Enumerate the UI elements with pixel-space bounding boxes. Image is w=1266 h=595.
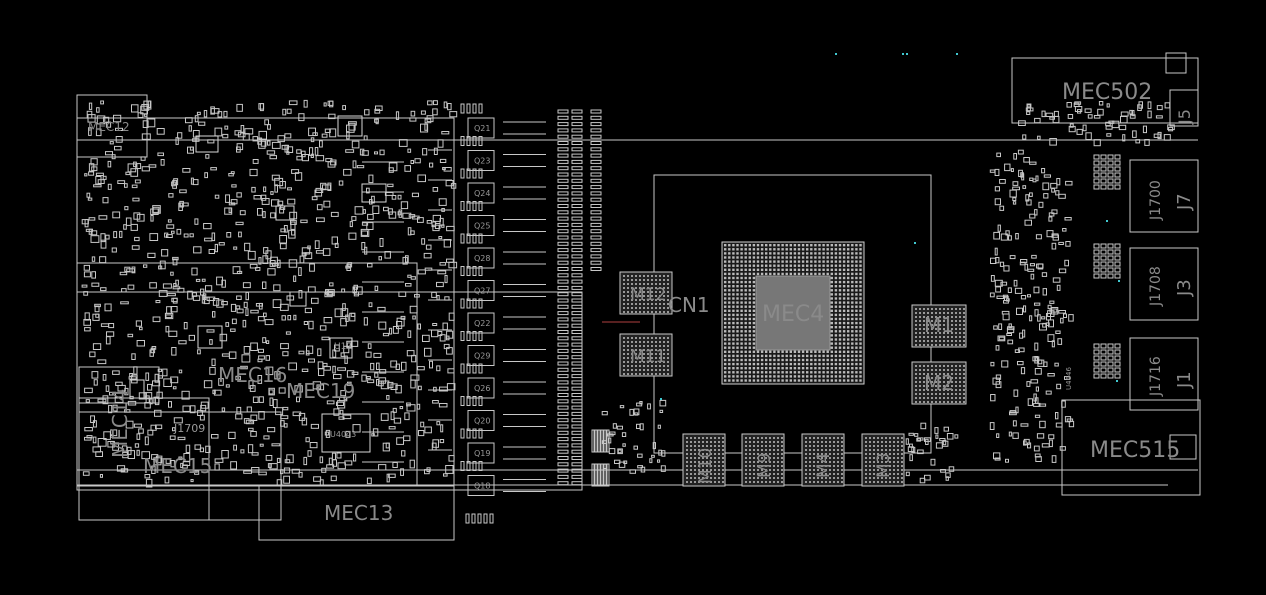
label-u4043: U4043 — [330, 430, 356, 439]
transistor-label: Q28 — [474, 254, 490, 263]
transistor-label: Q29 — [474, 352, 490, 361]
transistor-q: Q19 — [460, 428, 546, 464]
label-mec502: MEC502 — [1062, 80, 1152, 105]
right-connectors — [1129, 52, 1199, 460]
board-outlines — [76, 57, 1201, 541]
silkscreen-labels: MEC502 MEC12 MEC4 MEC15 MEC13 MEC16 MEC1… — [88, 80, 1195, 525]
transistor-label: Q20 — [474, 417, 490, 426]
transistor-q: Q20 — [460, 396, 546, 431]
label-mec13: MEC13 — [324, 501, 393, 525]
transistor-q: Q26 — [460, 363, 546, 399]
label-j3: J3 — [1174, 279, 1195, 297]
label-m11: M11 — [630, 347, 666, 367]
label-mec19: MEC19 — [286, 379, 355, 403]
transistor-label: Q25 — [474, 222, 490, 231]
memory-chip — [911, 304, 967, 348]
label-m2: M2 — [924, 371, 954, 395]
label-mec15: MEC15 — [143, 454, 212, 478]
transistor-label: Q23 — [474, 157, 490, 166]
label-j5: J5 — [1175, 109, 1194, 125]
label-j1709: J1709 — [173, 422, 205, 435]
label-j1716: J1716 — [1148, 356, 1164, 397]
transistor-label: Q21 — [474, 124, 490, 133]
label-m12: M12 — [630, 285, 666, 305]
memory-chip — [741, 433, 785, 487]
memory-chip — [861, 433, 905, 487]
bga-balls — [724, 244, 862, 382]
label-mec4: MEC4 — [762, 302, 824, 327]
label-j1: J1 — [1174, 371, 1195, 389]
transistor-label: Q18 — [474, 482, 490, 491]
label-m9: M9 — [755, 453, 775, 478]
transistor-label: Q19 — [474, 449, 490, 458]
transistor-q: Q24 — [460, 168, 546, 204]
transistor-q: Q22 — [460, 298, 546, 334]
label-m4: M4 — [814, 453, 834, 478]
memory-chip — [801, 433, 845, 487]
transistor-label: Q24 — [474, 189, 490, 198]
transistor-label: Q27 — [474, 287, 490, 296]
memory-chip — [682, 433, 726, 487]
label-m3: M3 — [874, 453, 894, 478]
memory-chip — [619, 271, 673, 315]
transistor-q: Q27 — [460, 266, 546, 301]
transistor-label: Q22 — [474, 319, 490, 328]
label-mec16: MEC16 — [218, 363, 287, 387]
label-j1700: J1700 — [1148, 180, 1164, 221]
transistor-label: Q26 — [474, 384, 490, 393]
accent-marks — [660, 53, 1120, 400]
label-u4646: U4646 — [1065, 367, 1073, 390]
transistor-q: Q29 — [460, 331, 546, 366]
memory-packages — [619, 271, 967, 487]
label-m1: M1 — [924, 313, 954, 337]
memory-chip — [911, 361, 967, 405]
label-cn1: CN1 — [668, 293, 710, 317]
transistor-q: Q25 — [460, 201, 546, 236]
label-mec14: MEC14 — [108, 389, 132, 458]
memory-chip — [619, 333, 673, 377]
label-mec515: MEC515 — [1090, 438, 1180, 463]
label-m10: M10 — [696, 448, 716, 484]
transistor-q: Q28 — [460, 233, 546, 269]
label-j7: J7 — [1174, 193, 1195, 211]
transistor-q: Q21 — [460, 103, 546, 139]
label-u17: U17 — [334, 342, 352, 352]
label-mec12: MEC12 — [88, 120, 130, 134]
label-j1708: J1708 — [1148, 266, 1164, 307]
transistor-q: Q18 — [460, 461, 546, 496]
transistor-q: Q23 — [460, 136, 546, 171]
